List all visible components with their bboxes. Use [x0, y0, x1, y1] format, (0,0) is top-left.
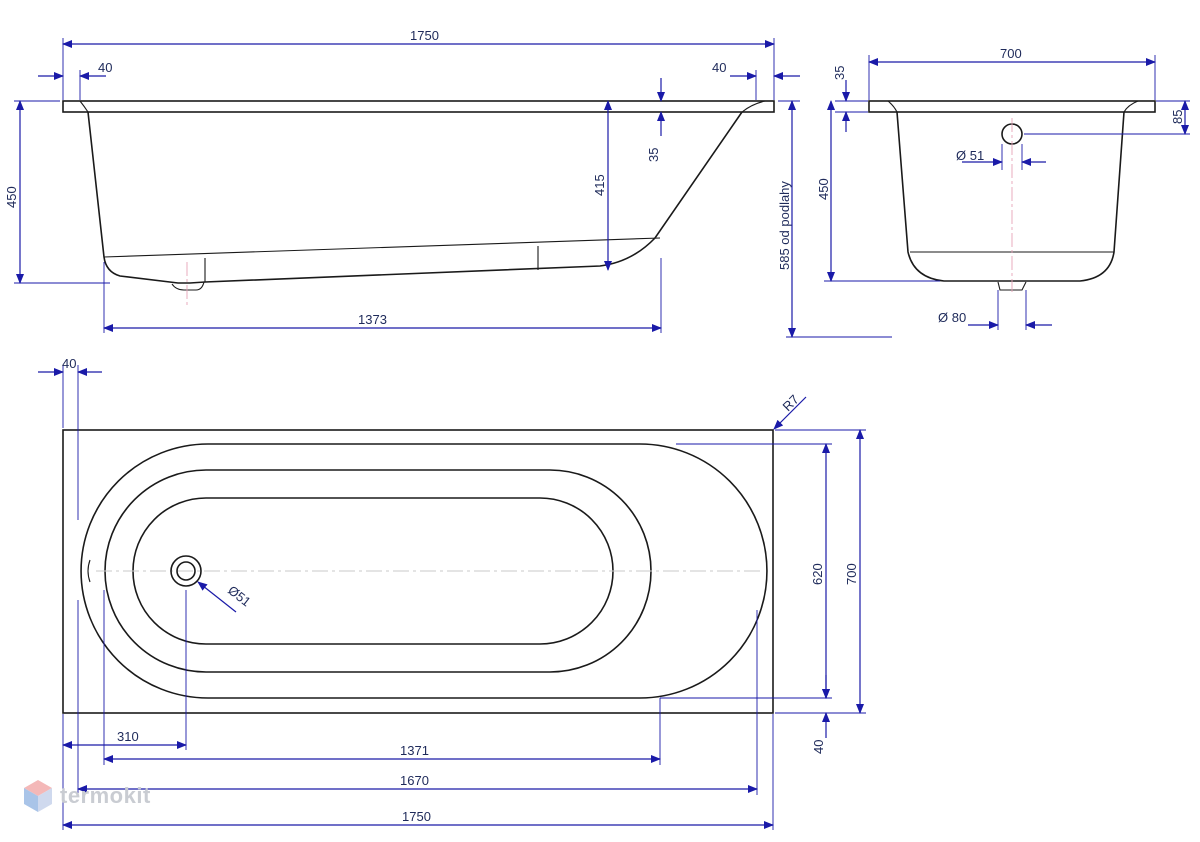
- dim-plan-inner-width-label: 620: [810, 563, 825, 585]
- plan-overflow-slot: [87, 559, 91, 583]
- dim-plan-inner-length-label: 1371: [400, 743, 429, 758]
- end-view: 700 35 450 85 Ø 51 Ø 80: [816, 46, 1190, 330]
- dim-side-floor-height-label: 585 od podlahy: [777, 181, 792, 270]
- end-rim: [868, 100, 1156, 113]
- plan-floor-outline: [104, 469, 652, 673]
- plan-inner-outline: [80, 443, 768, 699]
- end-rim-right-curve: [1123, 100, 1139, 113]
- side-tub-floor-line: [103, 237, 661, 258]
- dim-side-height-label: 450: [4, 186, 19, 208]
- dim-side-bottom-length-label: 1373: [358, 312, 387, 327]
- watermark: termokit: [22, 778, 151, 814]
- dim-plan-radius: [773, 396, 807, 430]
- dim-plan-drain-dia: [197, 581, 237, 613]
- cube-logo-icon: [24, 780, 52, 812]
- dim-plan-rim-bottom-label: 40: [811, 740, 826, 754]
- plan-outer-rim: [62, 429, 774, 714]
- plan-drain-inner: [176, 561, 196, 581]
- dim-end-width-label: 700: [1000, 46, 1022, 61]
- end-drain-foot: [997, 281, 1027, 291]
- dim-plan-drain-dia-label: Ø51: [225, 583, 254, 610]
- dim-plan-width-label: 700: [844, 563, 859, 585]
- side-rim-left-curve: [79, 100, 89, 113]
- dim-side-depth-label: 415: [592, 174, 607, 196]
- dim-side-length-label: 1750: [410, 28, 439, 43]
- dim-end-overflow-dia-label: Ø 51: [956, 148, 984, 163]
- dim-side-rim-right-label: 40: [712, 60, 726, 75]
- dim-side-rim-thickness-label: 35: [646, 148, 661, 162]
- watermark-text: termokit: [60, 783, 151, 808]
- dim-end-overflow-offset-label: 85: [1170, 110, 1185, 124]
- dim-side-rim-left-label: 40: [98, 60, 112, 75]
- dim-end-height-label: 450: [816, 178, 831, 200]
- side-foot-left: [171, 281, 205, 291]
- plan-bottom-outline: [132, 497, 614, 645]
- side-rim: [62, 100, 775, 113]
- dim-plan-drain-offset-label: 310: [117, 729, 139, 744]
- side-rim-right-curve: [741, 100, 766, 113]
- plan-drain-outer: [170, 555, 202, 587]
- plan-view: Ø51 40 R7 620 700 40 310 1371: [38, 356, 866, 830]
- end-rim-left-curve: [887, 100, 898, 113]
- dim-end-rim-label: 35: [832, 66, 847, 80]
- end-tub-body: [896, 111, 1125, 282]
- dim-end-drain-dia-label: Ø 80: [938, 310, 966, 325]
- dim-plan-radius-label: R7: [780, 392, 802, 414]
- dim-plan-rim-left-label: 40: [62, 356, 76, 371]
- side-view: 1750 40 40 450 415 35 585 od podlahy 137: [4, 28, 892, 338]
- dim-plan-outer-inner-length-label: 1670: [400, 773, 429, 788]
- dim-plan-total-length-label: 1750: [402, 809, 431, 824]
- side-tub-body: [87, 111, 743, 284]
